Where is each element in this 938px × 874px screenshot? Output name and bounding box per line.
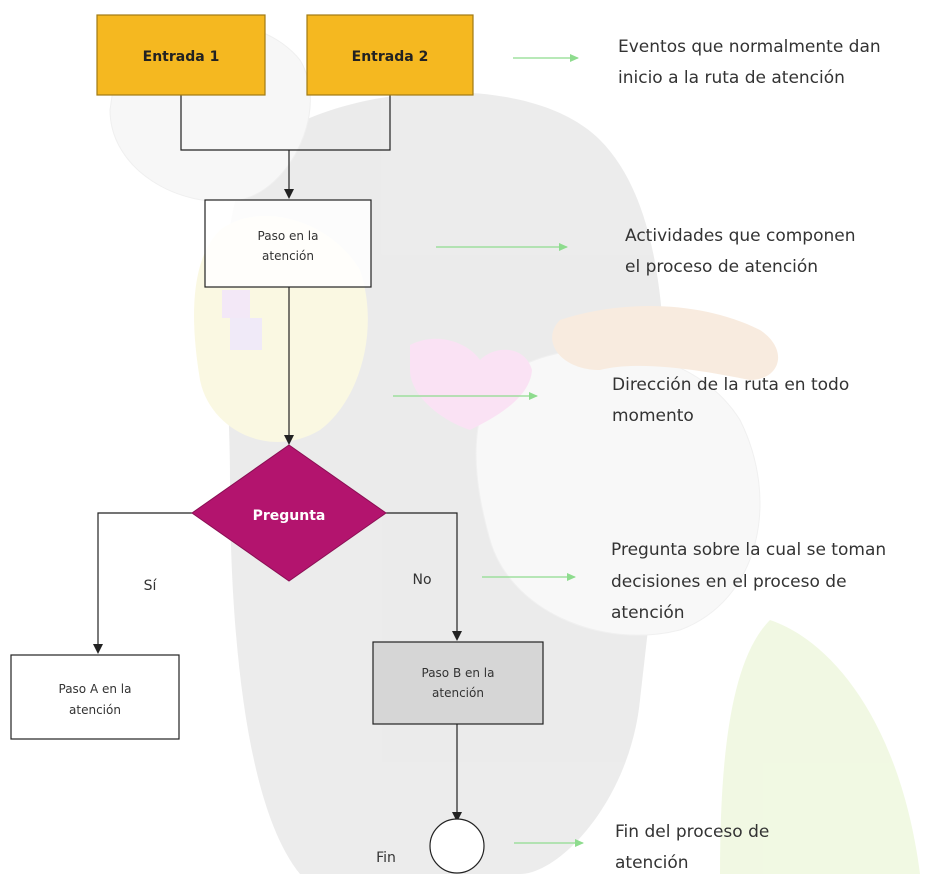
end-label: Fin (376, 850, 396, 866)
legend-direction-line-1: Dirección de la ruta en todo (612, 375, 849, 395)
legend-entries-line-2: inicio a la ruta de atención (618, 68, 845, 88)
end-node (429, 818, 485, 874)
legend-question-line-2: decisiones en el proceso de (611, 572, 847, 592)
entry-2-node: Entrada 2 (306, 14, 474, 96)
legend-entries-line-1: Eventos que normalmente dan (618, 37, 881, 57)
legend-activities: Actividades que componen el proceso de a… (625, 226, 856, 277)
legend-entries: Eventos que normalmente dan inicio a la … (618, 37, 881, 88)
arrow-to-stepA (93, 512, 192, 654)
connector-entry1-down (180, 95, 289, 151)
entry-1-label: Entrada 1 (143, 49, 220, 65)
legend-end: Fin del proceso de atención (615, 822, 769, 873)
question-node: Pregunta (191, 444, 387, 582)
legend-arrows (393, 54, 584, 847)
step-label-line-1: Paso en la (258, 229, 319, 243)
legend-question-line-1: Pregunta sobre la cual se toman (611, 540, 886, 560)
step-b-node: Paso B en la atención (372, 641, 544, 725)
legend-activities-line-2: el proceso de atención (625, 257, 818, 277)
step-b-label-line-2: atención (432, 686, 484, 700)
arrow-to-stepB (386, 512, 462, 641)
legend-end-line-2: atención (615, 853, 689, 873)
step-node: Paso en la atención (204, 199, 372, 288)
branch-no-label: No (412, 572, 431, 588)
legend-end-line-1: Fin del proceso de (615, 822, 769, 842)
question-label: Pregunta (253, 508, 326, 524)
background-illustration (109, 19, 920, 874)
connector-entry2-down (289, 95, 391, 151)
legend-direction: Dirección de la ruta en todo momento (612, 375, 849, 426)
legend-activities-line-1: Actividades que componen (625, 226, 856, 246)
entry-2-label: Entrada 2 (352, 49, 429, 65)
legend-question: Pregunta sobre la cual se toman decision… (611, 540, 886, 623)
step-a-node: Paso A en la atención (10, 654, 180, 740)
connectors (93, 95, 462, 822)
branch-yes-label: Sí (144, 578, 158, 594)
step-a-label-line-2: atención (69, 703, 121, 717)
step-label-line-2: atención (262, 249, 314, 263)
legend-direction-line-2: momento (612, 406, 694, 426)
step-b-label-line-1: Paso B en la (422, 666, 495, 680)
legend-question-line-3: atención (611, 603, 685, 623)
entry-1-node: Entrada 1 (96, 14, 266, 96)
step-a-label-line-1: Paso A en la (59, 682, 132, 696)
